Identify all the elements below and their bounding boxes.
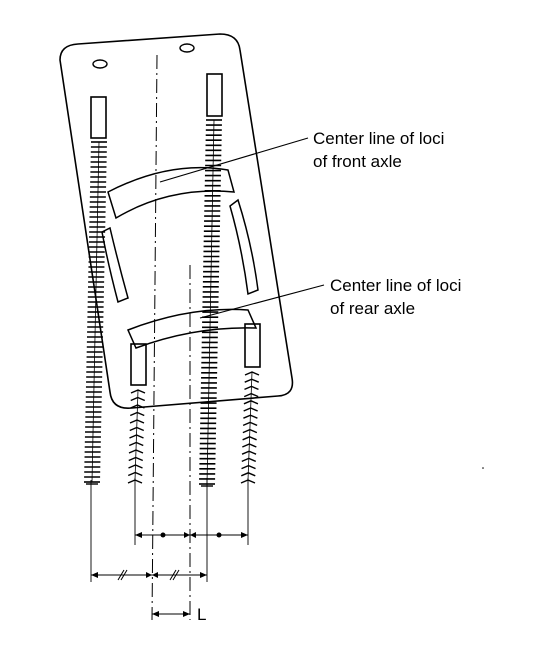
- front-right-track: [199, 119, 222, 485]
- front-left-track: [84, 141, 107, 483]
- tire-tracks: [84, 119, 260, 487]
- wheels: [90, 73, 261, 386]
- vehicle-outline: [59, 33, 294, 409]
- vehicle-frame-arcs: [101, 166, 259, 349]
- leader-lines: [159, 137, 325, 319]
- dimension-l-label: L: [197, 605, 206, 624]
- rear-right-wheel: [244, 323, 261, 368]
- rear-left-track: [127, 389, 146, 484]
- front-axle-center-line: [151, 54, 158, 621]
- mount-hole-left: [92, 59, 108, 69]
- rear-left-wheel: [130, 343, 147, 386]
- front-axle-label-line1: Center line of loci: [313, 129, 444, 148]
- rear-axle-label-line1: Center line of loci: [330, 276, 461, 295]
- rear-right-track: [240, 371, 260, 484]
- dimension-lines: [90, 478, 249, 617]
- front-right-wheel: [206, 73, 223, 117]
- front-axle-label-line2: of front axle: [313, 152, 402, 171]
- rear-axle-label-line2: of rear axle: [330, 299, 415, 318]
- mount-hole-right: [179, 43, 195, 53]
- center-lines: [151, 54, 191, 621]
- front-left-wheel: [90, 96, 107, 139]
